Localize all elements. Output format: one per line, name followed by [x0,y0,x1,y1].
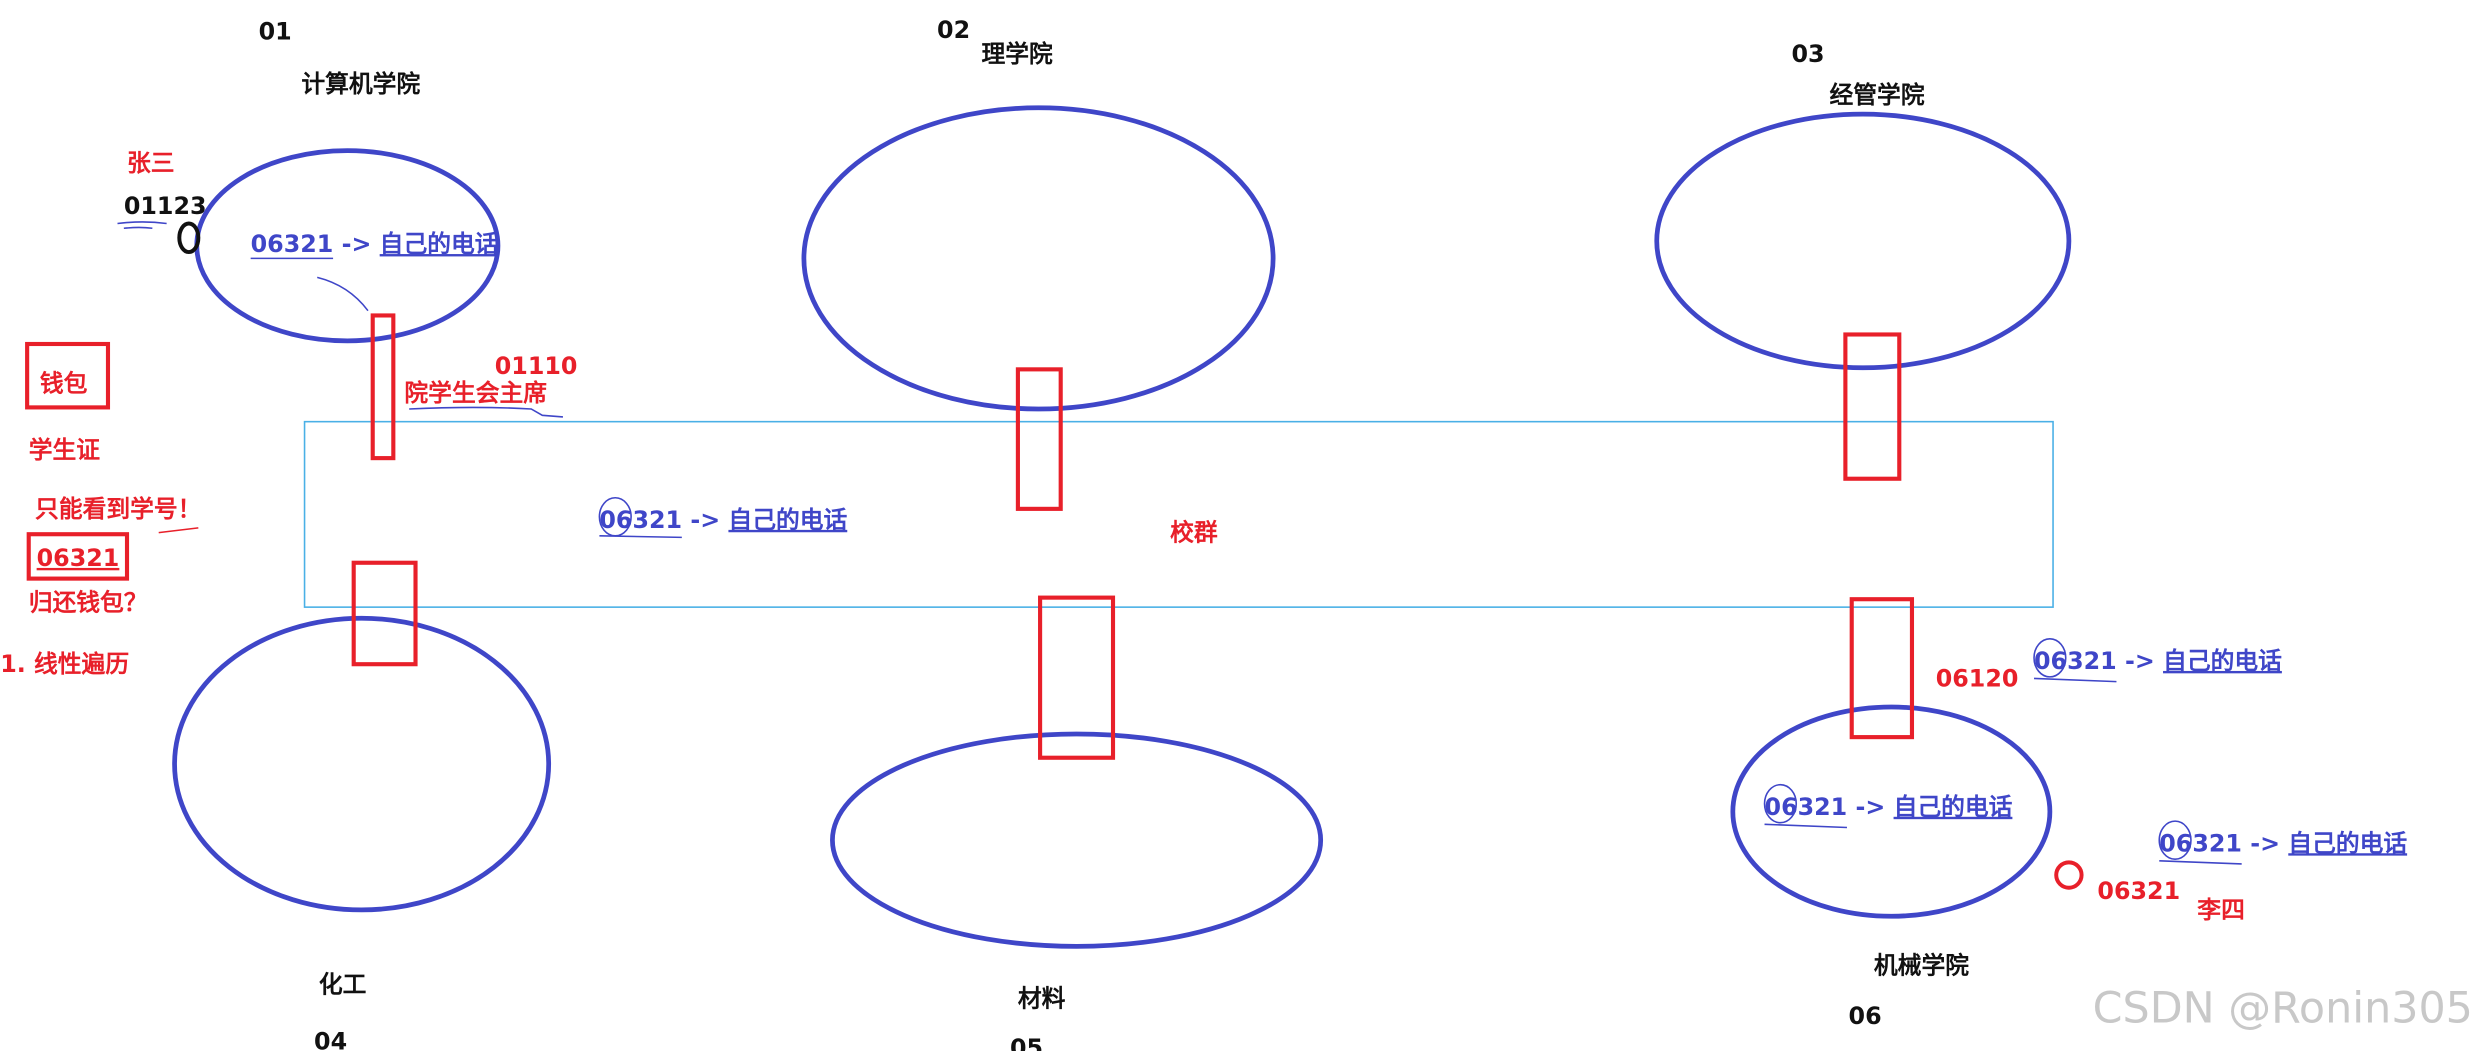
college-05-code: 05 [1010,1034,1043,1051]
college-02-ellipse [801,105,1276,412]
president-title: 院学生会主席 [404,379,547,407]
person-b-name: 李四 [2196,896,2245,924]
person-b-node [2054,860,2084,890]
gateway-06-id: 06120 [1936,664,2019,692]
college-04-ellipse [172,615,552,913]
person-a-id: 01123 [124,192,207,220]
gateway-04 [351,560,418,667]
svg-text:06321 -> 自己的电话: 06321 -> 自己的电话 [599,506,847,534]
college-01-name: 计算机学院 [301,70,420,98]
svg-text:06321 -> 自己的电话: 06321 -> 自己的电话 [2034,647,2282,675]
person-a-name: 张三 [127,149,175,177]
person-b-id: 06321 [2097,877,2180,905]
college-02-name: 理学院 [981,40,1053,68]
college-04-code: 04 [314,1027,347,1051]
college-04-name: 化工 [319,970,367,998]
school-group-label: 校群 [1170,519,1218,547]
mapping-label-person-b: 06321 -> 自己的电话 [2158,820,2407,865]
gateway-05 [1038,595,1116,760]
college-06-ellipse [1730,704,2053,919]
gateway-03 [1843,332,1902,481]
college-02-code: 02 [937,16,970,44]
wallet-label: 钱包 [40,370,88,398]
college-06-code: 06 [1849,1002,1882,1030]
college-05-name: 材料 [1018,985,1066,1013]
method-note: 1. 线性遍历 [0,650,129,678]
mapping-label-gateway-06: 06321 -> 自己的电话 [2033,638,2282,683]
student-card-label: 学生证 [29,436,101,464]
svg-text:06321 -> 自己的电话: 06321 -> 自己的电话 [2159,829,2407,857]
college-06-name: 机械学院 [1874,951,1969,979]
college-03-code: 03 [1791,40,1824,68]
watermark: CSDN @Ronin305 [2093,983,2473,1033]
gateway-06 [1849,597,1915,740]
found-id: 06321 [37,544,120,572]
mapping-label-college-06: 06321 -> 自己的电话 [1763,783,2013,829]
svg-text:06321 -> 自己的电话: 06321 -> 自己的电话 [1765,793,2013,821]
college-03-name: 经管学院 [1830,81,1925,109]
wallet-box [25,341,111,410]
president-id: 01110 [495,352,578,380]
return-question: 归还钱包？ [29,588,148,616]
college-03-ellipse [1654,111,2072,371]
person-a-node [177,221,201,255]
school-group-box [303,420,2054,608]
only-id-note: 只能看到学号！ [35,495,201,523]
gateway-02 [1015,367,1063,511]
college-05-ellipse [830,731,1324,949]
found-id-box [26,532,130,581]
gateway-01 [370,313,396,461]
mapping-label-college-01: 06321 -> 自己的电话 [251,230,499,312]
svg-text:06321 -> 自己的电话: 06321 -> 自己的电话 [251,230,499,258]
college-01-code: 01 [259,18,292,46]
mapping-label-school-group: 06321 -> 自己的电话 [598,496,847,539]
